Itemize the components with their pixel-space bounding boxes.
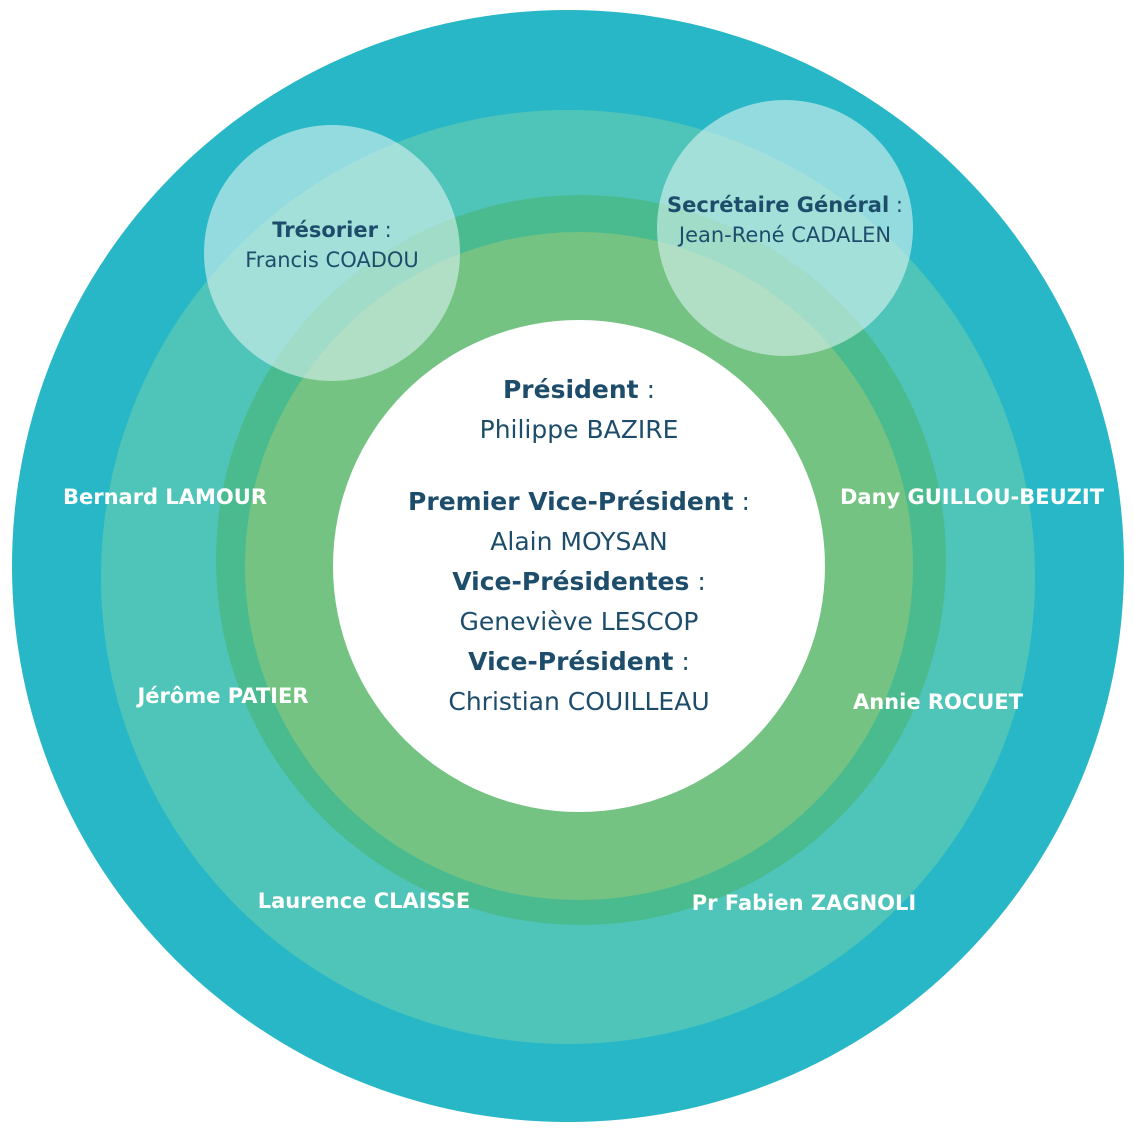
core-circle — [333, 320, 825, 812]
secretaire-colon: : — [889, 193, 903, 217]
bureau-block: Président : Philippe BAZIRE Premier Vice… — [333, 370, 825, 722]
tresorier-bubble: Trésorier : Francis COADOU — [204, 125, 460, 381]
vps-name: Geneviève LESCOP — [459, 607, 699, 636]
vp-colon: : — [673, 647, 690, 676]
tresorier-name: Francis COADOU — [245, 248, 419, 272]
member-zagnoli: Pr Fabien ZAGNOLI — [691, 891, 917, 915]
secretaire-role: Secrétaire Général — [667, 193, 890, 217]
secretaire-role-line: Secrétaire Général : — [667, 190, 903, 220]
premier-vp-role: Premier Vice-Président — [408, 487, 734, 516]
tresorier-colon: : — [377, 218, 392, 242]
tresorier-role: Trésorier — [272, 218, 378, 242]
president-colon: : — [638, 375, 656, 404]
tresorier-role-line: Trésorier : — [272, 215, 391, 245]
vp-role-line: Vice-Président : — [333, 642, 825, 682]
vp-name: Christian COUILLEAU — [448, 687, 710, 716]
premier-vp-name: Alain MOYSAN — [490, 527, 668, 556]
secretaire-name: Jean-René CADALEN — [678, 223, 892, 247]
vp-role: Vice-Président — [468, 647, 674, 676]
member-claisse: Laurence CLAISSE — [257, 889, 471, 913]
bureau-spacer — [333, 450, 825, 482]
member-rocuet: Annie ROCUET — [852, 690, 1024, 714]
member-lamour: Bernard LAMOUR — [62, 485, 268, 509]
president-role-line: Président : — [333, 370, 825, 410]
president-name: Philippe BAZIRE — [479, 415, 679, 444]
vps-role-line: Vice-Présidentes : — [333, 562, 825, 602]
secretaire-bubble: Secrétaire Général : Jean-René CADALEN — [657, 100, 913, 356]
member-guillou: Dany GUILLOU-BEUZIT — [839, 485, 1105, 509]
premier-vp-role-line: Premier Vice-Président : — [333, 482, 825, 522]
vps-colon: : — [689, 567, 706, 596]
member-patier: Jérôme PATIER — [137, 684, 309, 708]
vps-role: Vice-Présidentes — [452, 567, 690, 596]
premier-vp-colon: : — [733, 487, 750, 516]
president-role: Président — [502, 375, 639, 404]
